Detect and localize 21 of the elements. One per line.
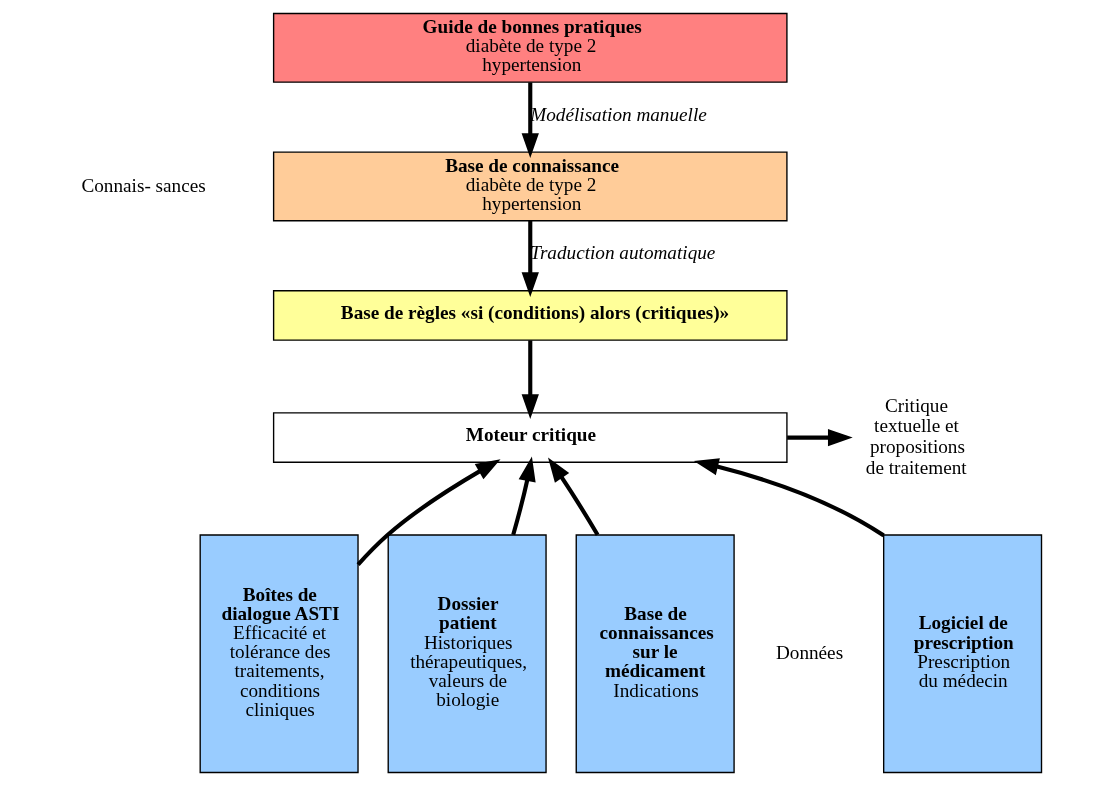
node-text: Critique textuelle et propositions de traitement — [865, 394, 967, 478]
arrow — [521, 340, 539, 419]
label: Connais- sances — [80, 174, 206, 196]
arrow — [547, 457, 599, 536]
arrow — [521, 82, 539, 158]
node-box: Boîtes de dialogue ASTI Efficacité et tolérance des traitements, conditions cliniques — [199, 534, 359, 774]
node-box: Logiciel de prescription Prescription du médecin — [882, 534, 1042, 774]
node-box: Base de connaissance diabète de type 2 hypertension — [272, 151, 788, 222]
arrow — [521, 221, 539, 297]
arrow — [510, 456, 536, 536]
arrow — [693, 458, 885, 538]
arrow — [786, 428, 853, 447]
node-box: Base de connaissances sur le médicament Indications — [575, 534, 735, 774]
edge-label: Modélisation manuelle — [529, 103, 707, 125]
arrow — [356, 459, 501, 567]
label: Données — [775, 641, 843, 663]
node-box: Guide de bonnes pratiques diabète de type 2 hypertension — [272, 12, 788, 83]
edge-label: Traduction automatique — [529, 242, 715, 264]
node-box: Base de règles «si (conditions) alors (critiques)» — [272, 290, 788, 341]
node-box: Dossier patient Historiques thérapeutiques, valeurs de biologie — [387, 534, 547, 774]
node-box: Moteur critique — [272, 412, 788, 463]
